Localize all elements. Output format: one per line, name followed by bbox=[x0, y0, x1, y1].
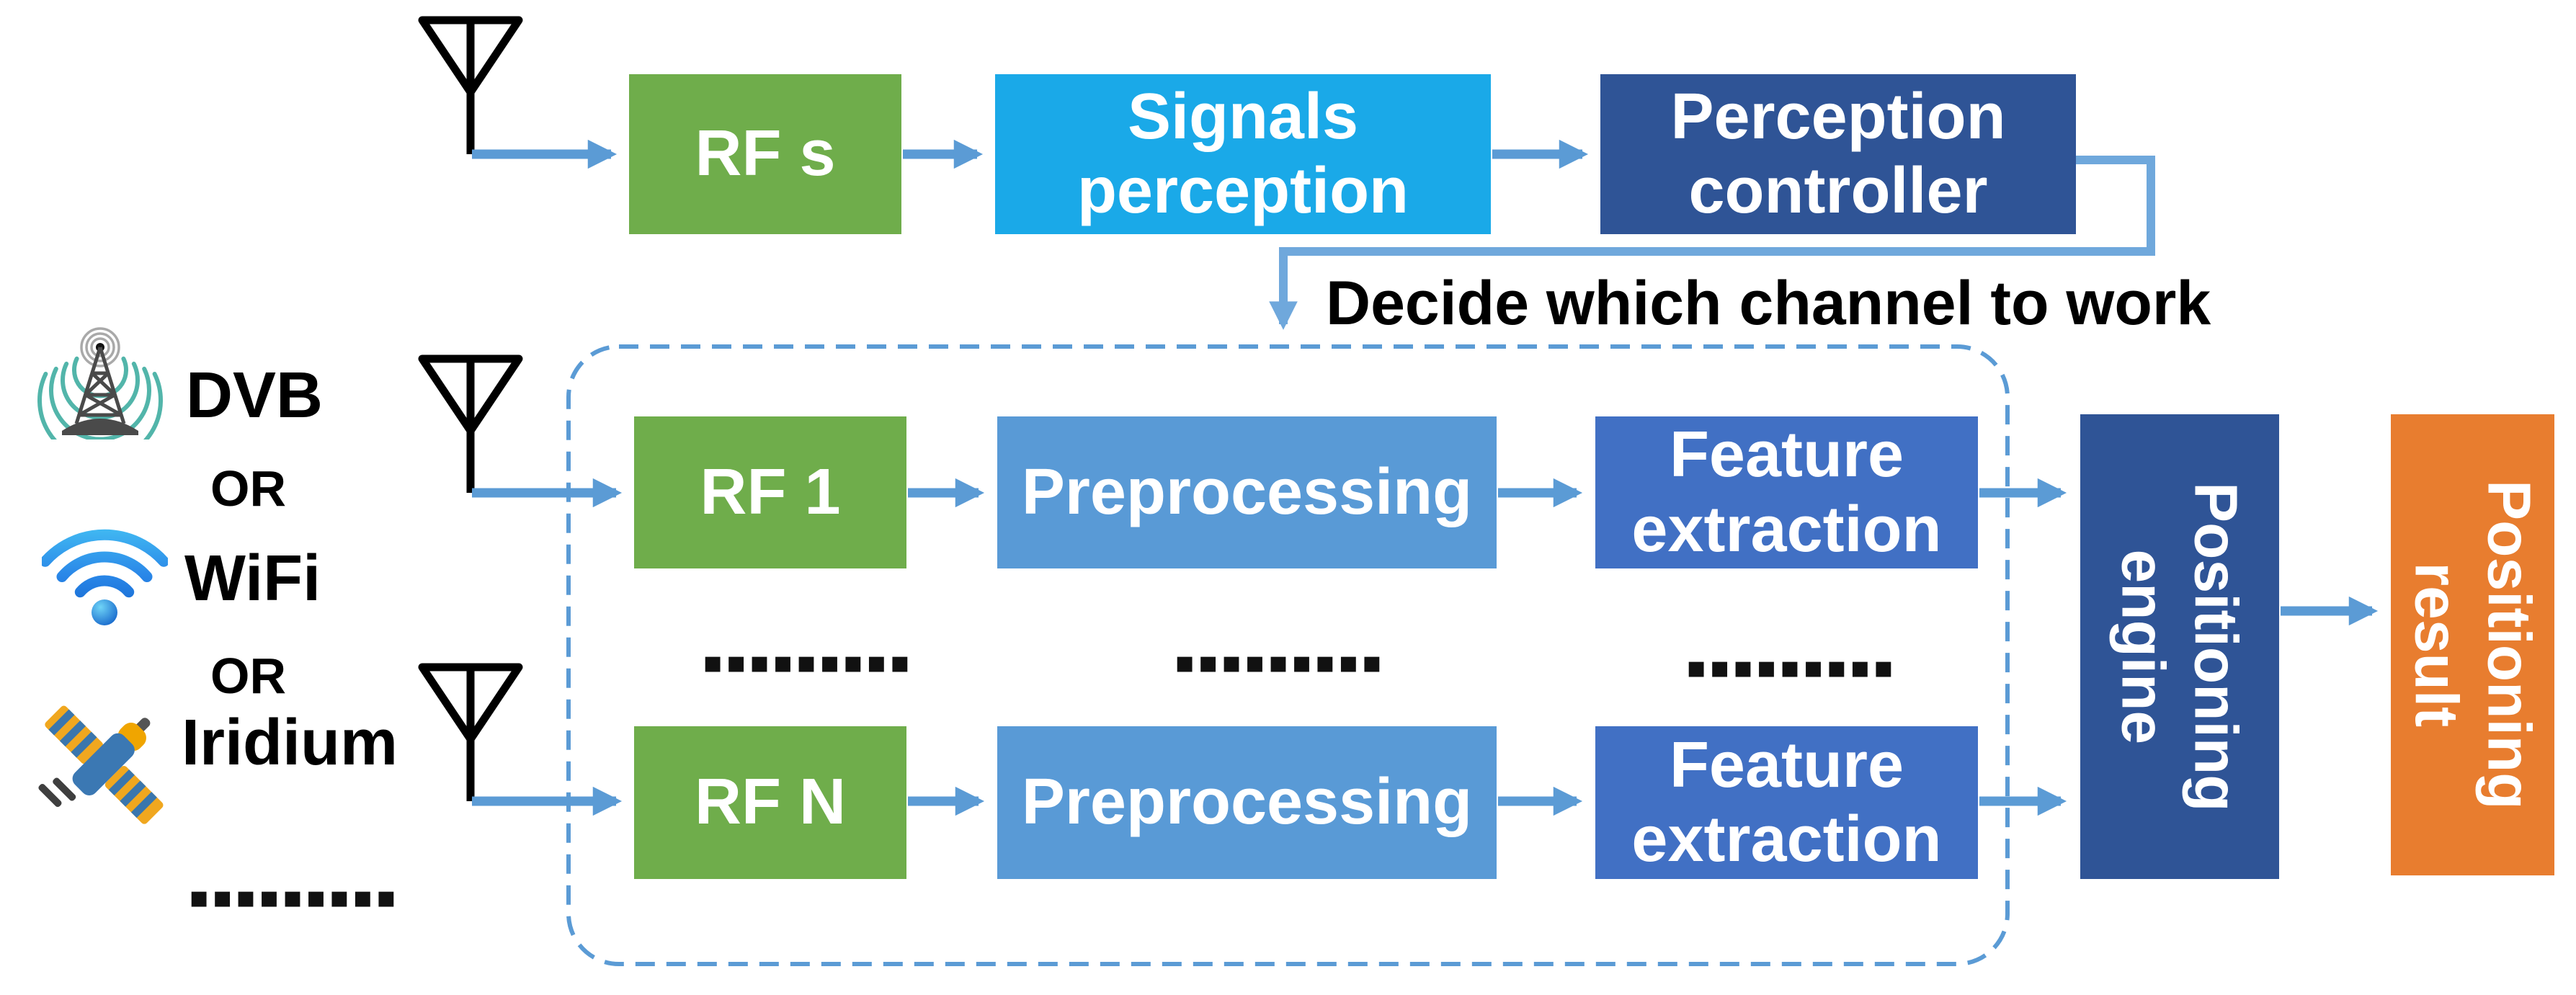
feature-extraction-2-box: Feature extraction bbox=[1595, 726, 1978, 879]
signals-perception-box: Signals perception bbox=[995, 74, 1491, 234]
or-label-1: OR bbox=[210, 460, 286, 517]
preprocessing-2-box: Preprocessing bbox=[997, 726, 1497, 879]
wifi-icon bbox=[42, 529, 168, 625]
sources-ellipsis: ▪▪▪▪▪▪▪▪▪ bbox=[189, 879, 400, 914]
channel-ellipsis-preprocessing: ▪▪▪▪▪▪▪▪▪ bbox=[1175, 644, 1386, 679]
decide-note: Decide which channel to work bbox=[1326, 269, 2211, 338]
rf-n-box: RF N bbox=[634, 726, 906, 879]
positioning-result-label: Positioning result bbox=[2402, 480, 2544, 810]
antenna-icon-rfn bbox=[418, 663, 523, 801]
positioning-engine-box: Positioning engine bbox=[2080, 414, 2279, 879]
positioning-result-box: Positioning result bbox=[2391, 414, 2554, 875]
feedback-connector bbox=[1269, 156, 2155, 330]
preprocessing-1-box: Preprocessing bbox=[997, 416, 1497, 568]
solar-panel bbox=[104, 765, 164, 824]
positioning-engine-label: Positioning engine bbox=[2110, 481, 2250, 812]
dvb-tower-icon bbox=[37, 327, 163, 440]
rf-s-box: RF s bbox=[629, 74, 901, 234]
antenna-icon-rf1 bbox=[418, 354, 523, 493]
iridium-label: Iridium bbox=[182, 707, 398, 779]
rf-1-box: RF 1 bbox=[634, 416, 906, 568]
dvb-label: DVB bbox=[186, 360, 324, 432]
feature-extraction-1-box: Feature extraction bbox=[1595, 416, 1978, 568]
channel-ellipsis-feature: ▪▪▪▪▪▪▪▪▪ bbox=[1686, 649, 1897, 684]
perception-controller-box: Perception controller bbox=[1600, 74, 2076, 234]
wifi-label: WiFi bbox=[184, 543, 321, 615]
channel-bank-panel bbox=[566, 344, 2010, 966]
channel-ellipsis-rf: ▪▪▪▪▪▪▪▪▪ bbox=[703, 644, 914, 679]
antenna-icon-top bbox=[418, 16, 523, 154]
solar-panel bbox=[45, 705, 104, 764]
satellite-icon bbox=[38, 705, 164, 824]
or-label-2: OR bbox=[210, 648, 286, 704]
